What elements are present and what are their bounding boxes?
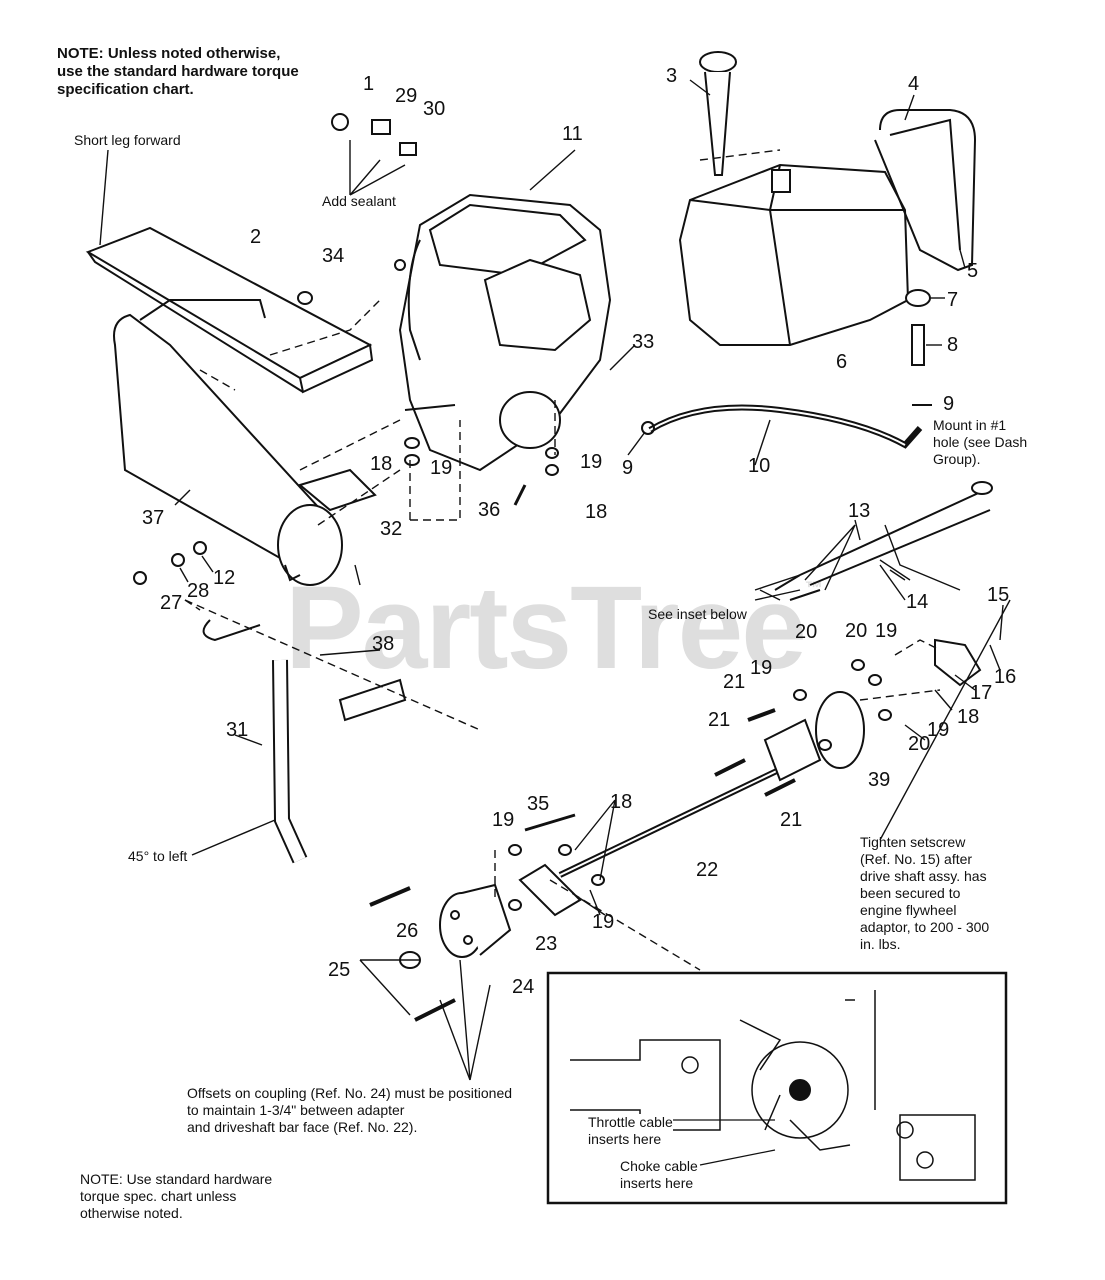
tank-strap-part xyxy=(874,109,977,272)
part-label-21c: 21 xyxy=(780,809,802,831)
part-label-8: 8 xyxy=(947,334,958,356)
fuel-line-part xyxy=(641,404,923,449)
part-label-12: 12 xyxy=(213,567,235,589)
part-label-21a: 21 xyxy=(723,671,745,693)
part-label-19d: 19 xyxy=(875,620,897,642)
part-label-31: 31 xyxy=(226,719,248,741)
part-label-32: 32 xyxy=(380,518,402,540)
bottom-torque-note: NOTE: Use standard hardware torque spec.… xyxy=(80,1171,273,1221)
grommet-part xyxy=(905,289,931,307)
angle-note: 45° to left xyxy=(128,848,188,864)
gas-cap-part xyxy=(699,51,737,176)
part-label-9a: 9 xyxy=(943,393,954,415)
part-label-6: 6 xyxy=(836,351,847,373)
part-label-15: 15 xyxy=(987,584,1009,606)
part-label-38: 38 xyxy=(372,633,394,655)
flywheel-adapter-part xyxy=(815,691,865,769)
part-label-1: 1 xyxy=(363,73,374,95)
part-label-34: 34 xyxy=(322,245,344,267)
part-label-25: 25 xyxy=(328,959,350,981)
part-label-5: 5 xyxy=(967,260,978,282)
part-label-20c: 20 xyxy=(795,621,817,643)
part-label-35: 35 xyxy=(527,793,549,815)
add-sealant-label: Add sealant xyxy=(322,193,396,209)
part-label-30: 30 xyxy=(423,98,445,120)
engine-part xyxy=(394,193,612,472)
part-label-19c: 19 xyxy=(927,719,949,741)
part-label-20b: 20 xyxy=(845,620,867,642)
choke-cable-note: Choke cable inserts here xyxy=(620,1158,698,1192)
part-label-33: 33 xyxy=(632,331,654,353)
part-label-7: 7 xyxy=(947,289,958,311)
part-label-18d: 18 xyxy=(610,791,632,813)
part-label-37: 37 xyxy=(142,507,164,529)
part-label-3: 3 xyxy=(666,65,677,87)
part-label-4: 4 xyxy=(908,73,919,95)
part-label-23: 23 xyxy=(535,933,557,955)
top-torque-note: NOTE: Unless noted otherwise, use the st… xyxy=(57,45,299,98)
throttle-cable-note: Throttle cable inserts here xyxy=(588,1114,673,1148)
drive-shaft-part xyxy=(518,718,822,917)
part-label-24: 24 xyxy=(512,976,534,998)
inset-box xyxy=(546,971,1008,1205)
muffler-part xyxy=(113,299,377,586)
part-label-19f: 19 xyxy=(492,809,514,831)
part-label-13: 13 xyxy=(848,500,870,522)
part-label-14: 14 xyxy=(906,591,928,613)
part-label-19b: 19 xyxy=(580,451,602,473)
part-label-17: 17 xyxy=(970,682,992,704)
setscrew-bracket-part xyxy=(934,638,982,687)
part-label-26: 26 xyxy=(396,920,418,942)
tighten-setscrew-note: Tighten setscrew (Ref. No. 15) after dri… xyxy=(860,834,990,952)
coupling-part xyxy=(439,883,512,958)
coupling-offset-note: Offsets on coupling (Ref. No. 24) must b… xyxy=(187,1085,513,1135)
part-label-19a: 19 xyxy=(430,457,452,479)
part-label-29: 29 xyxy=(395,85,417,107)
shutoff-valve-part xyxy=(911,324,925,366)
part-label-9b: 9 xyxy=(622,457,633,479)
dashed-assembly-lines xyxy=(184,149,941,971)
part-label-20a: 20 xyxy=(908,733,930,755)
throttle-choke-cables xyxy=(774,481,993,601)
part-label-2: 2 xyxy=(250,226,261,248)
part-label-39: 39 xyxy=(868,769,890,791)
fuel-tank-part xyxy=(678,163,910,346)
see-inset-label: See inset below xyxy=(648,606,747,622)
part-label-21b: 21 xyxy=(708,709,730,731)
part-label-27: 27 xyxy=(160,592,182,614)
part-label-18c: 18 xyxy=(957,706,979,728)
hardware-bolts xyxy=(133,113,892,1022)
part-number-labels: 1 29 30 2 34 11 3 4 5 7 8 6 9 9 10 33 18… xyxy=(142,65,1016,998)
part-label-19g: 19 xyxy=(592,911,614,933)
part-label-28: 28 xyxy=(187,580,209,602)
part-label-19e: 19 xyxy=(750,657,772,679)
part-label-18a: 18 xyxy=(370,453,392,475)
part-label-22: 22 xyxy=(696,859,718,881)
short-leg-forward-label: Short leg forward xyxy=(74,132,181,148)
leader-lines xyxy=(99,79,1011,1081)
part-label-11: 11 xyxy=(562,123,583,145)
part-label-18b: 18 xyxy=(585,501,607,523)
heat-shield-part xyxy=(85,226,374,394)
mount-hole-note: Mount in #1 hole (see Dash Group). xyxy=(933,417,1028,467)
part-label-16: 16 xyxy=(994,666,1016,688)
part-label-10: 10 xyxy=(748,455,770,477)
part-label-36: 36 xyxy=(478,499,500,521)
